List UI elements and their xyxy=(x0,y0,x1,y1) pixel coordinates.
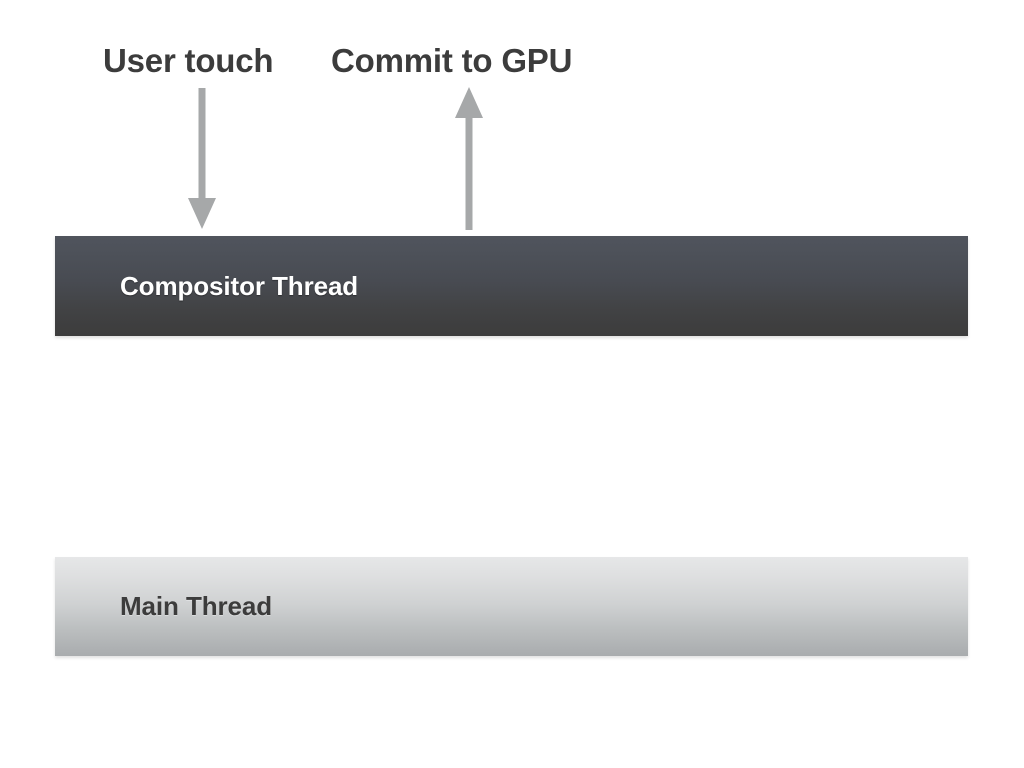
thread-bar-label-compositor-thread: Compositor Thread xyxy=(120,270,359,301)
annotation-label-user-touch: User touch xyxy=(103,42,274,79)
thread-bar-compositor-thread: Compositor Thread xyxy=(55,236,968,336)
arrow-down-icon xyxy=(188,88,216,229)
thread-bar-main-thread: Main Thread xyxy=(55,557,968,656)
thread-bar-label-main-thread: Main Thread xyxy=(120,591,273,621)
arrow-up-icon xyxy=(455,87,483,230)
annotation-label-commit-to-gpu: Commit to GPU xyxy=(331,42,573,79)
